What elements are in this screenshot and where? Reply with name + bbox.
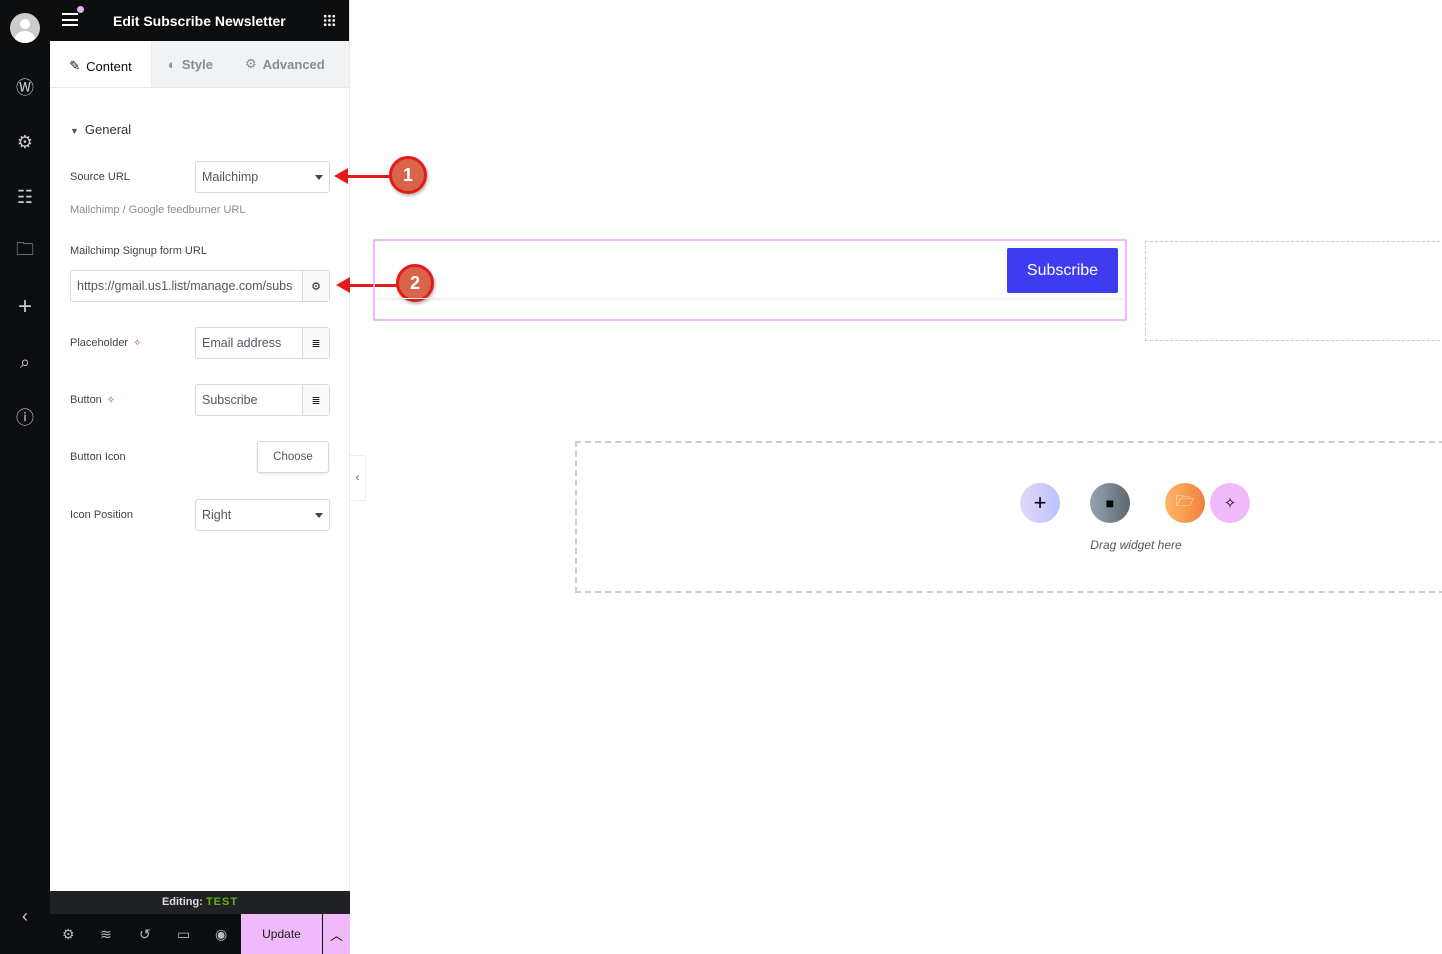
panel-footer: ⚙ ≋ ↺ ▭ ◉ Update ︿ bbox=[50, 914, 350, 954]
ai-sparkle-button[interactable]: ✧ bbox=[1210, 483, 1250, 523]
avatar[interactable] bbox=[10, 13, 40, 43]
wordpress-icon[interactable]: Ⓦ bbox=[16, 78, 34, 98]
notification-dot bbox=[77, 6, 84, 13]
subscribe-widget[interactable]: Subscribe bbox=[373, 239, 1127, 321]
signup-url-input[interactable]: https://gmail.us1.list/manage.com/subs⚙ bbox=[70, 270, 330, 302]
help-icon[interactable]: ⓘ bbox=[16, 408, 34, 428]
layers-icon[interactable]: ≋ bbox=[100, 926, 112, 942]
chevron-down-icon bbox=[315, 513, 323, 522]
drop-zone[interactable]: + ■ 🗁 ✧ Drag widget here bbox=[575, 441, 1442, 593]
placeholder-label: Placeholder✧ bbox=[70, 337, 142, 349]
empty-column[interactable] bbox=[1145, 241, 1442, 341]
folder-icon[interactable]: 🗀 bbox=[16, 239, 34, 259]
subscribe-button[interactable]: Subscribe bbox=[1007, 248, 1118, 293]
icon-position-select[interactable]: Right bbox=[195, 499, 330, 531]
menu-icon[interactable] bbox=[62, 13, 78, 26]
preview-eye-icon[interactable]: ◉ bbox=[215, 926, 228, 942]
update-button[interactable]: Update bbox=[241, 914, 322, 954]
signup-url-label: Mailchimp Signup form URL bbox=[70, 245, 207, 257]
dynamic-tags-icon[interactable]: ≣ bbox=[302, 385, 329, 415]
section-general[interactable]: ▼General bbox=[70, 122, 132, 137]
button-icon-label: Button Icon bbox=[70, 451, 126, 463]
icon-position-label: Icon Position bbox=[70, 509, 133, 521]
source-url-label: Source URL bbox=[70, 171, 130, 183]
annotation-arrow bbox=[334, 168, 390, 184]
placeholder-input[interactable]: Email address≣ bbox=[195, 327, 330, 359]
button-label: Button✧ bbox=[70, 394, 116, 406]
history-icon[interactable]: ↺ bbox=[139, 926, 151, 942]
source-url-select[interactable]: Mailchimp bbox=[195, 161, 330, 193]
add-icon[interactable]: + bbox=[17, 293, 32, 320]
tab-style[interactable]: ◐Style bbox=[168, 56, 213, 72]
button-text-input[interactable]: Subscribe≣ bbox=[195, 384, 330, 416]
choose-icon-button[interactable]: Choose bbox=[257, 441, 329, 473]
collapse-rail-icon[interactable]: ‹ bbox=[22, 905, 28, 926]
responsive-icon[interactable]: ▭ bbox=[177, 926, 191, 942]
panel-header: Edit Subscribe Newsletter bbox=[50, 0, 349, 41]
gear-icon: ⚙ bbox=[244, 56, 257, 71]
template-library-button[interactable]: ■ bbox=[1090, 483, 1130, 523]
panel-title: Edit Subscribe Newsletter bbox=[113, 13, 286, 29]
ai-sparkle-icon[interactable]: ✧ bbox=[106, 395, 116, 406]
pencil-icon: ✎ bbox=[69, 58, 81, 73]
dynamic-settings-icon[interactable]: ⚙ bbox=[302, 271, 329, 301]
add-section-button[interactable]: + bbox=[1020, 483, 1060, 523]
drop-zone-text: Drag widget here bbox=[1090, 538, 1182, 552]
panel-tabs: ✎Content ◐Style ⚙Advanced bbox=[50, 41, 349, 88]
left-rail: Ⓦ ⚙ ☷ 🗀 + ⌕ ⓘ ‹ bbox=[0, 0, 50, 954]
widgets-grid-icon[interactable] bbox=[323, 14, 336, 27]
annotation-badge: 1 bbox=[389, 156, 427, 194]
open-folder-button[interactable]: 🗁 bbox=[1165, 483, 1205, 523]
email-input-preview[interactable] bbox=[377, 247, 1123, 299]
settings-icon[interactable]: ⚙ bbox=[62, 926, 75, 942]
collapse-panel-button[interactable]: ‹ bbox=[350, 455, 366, 501]
search-icon[interactable]: ⌕ bbox=[19, 351, 31, 372]
editing-status: Editing: TEST bbox=[50, 891, 350, 914]
tab-content[interactable]: ✎Content bbox=[50, 41, 152, 87]
tab-advanced[interactable]: ⚙Advanced bbox=[244, 56, 325, 72]
chevron-up-icon[interactable]: ︿ bbox=[323, 914, 350, 954]
annotation-badge: 2 bbox=[396, 264, 434, 302]
contrast-icon: ◐ bbox=[168, 56, 176, 72]
ai-sparkle-icon[interactable]: ✧ bbox=[133, 338, 142, 349]
settings-icon[interactable]: ⚙ bbox=[16, 131, 34, 152]
chevron-down-icon bbox=[315, 175, 323, 184]
editor-panel: Edit Subscribe Newsletter ✎Content ◐Styl… bbox=[50, 0, 350, 954]
caret-down-icon: ▼ bbox=[70, 126, 79, 136]
source-url-help: Mailchimp / Google feedburner URL bbox=[70, 204, 246, 216]
sliders-icon[interactable]: ☷ bbox=[16, 186, 34, 207]
dynamic-tags-icon[interactable]: ≣ bbox=[302, 328, 329, 358]
